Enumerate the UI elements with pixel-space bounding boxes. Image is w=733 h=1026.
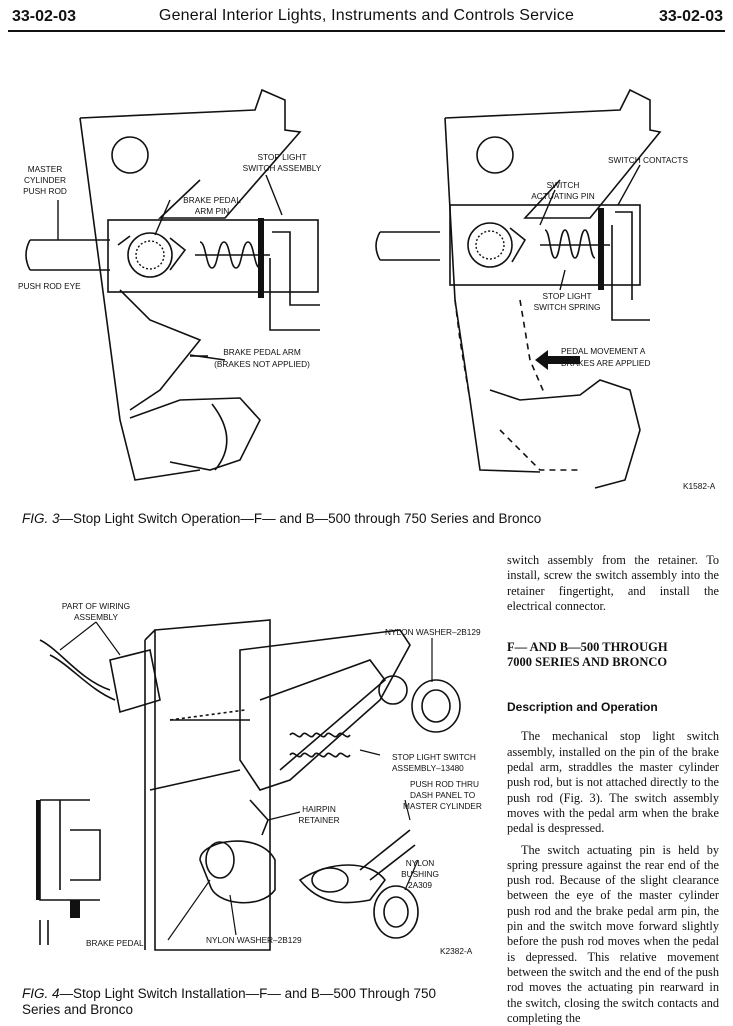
fig4-caption-line2: Series and Bronco bbox=[22, 1002, 134, 1017]
fig4-label-hairpin-2: RETAINER bbox=[298, 815, 339, 825]
figure-3-caption: FIG. 3—Stop Light Switch Operation—F— an… bbox=[22, 511, 541, 526]
fig3-label-arm-2: (BRAKES NOT APPLIED) bbox=[214, 359, 310, 369]
fig3-label-arm-1: BRAKE PEDAL ARM bbox=[223, 347, 301, 357]
fig3-label-stop-sw-2: SWITCH ASSEMBLY bbox=[243, 163, 322, 173]
fig3-label-spring-2: SWITCH SPRING bbox=[534, 302, 601, 312]
fig3-label-act-2: ACTUATING PIN bbox=[531, 191, 594, 201]
fig4-label-wiring-2: ASSEMBLY bbox=[74, 612, 119, 622]
fig3-label-stop-sw-1: STOP LIGHT bbox=[257, 152, 306, 162]
fig4-label-wiring-1: PART OF WIRING bbox=[62, 601, 130, 611]
fig3-label-pedal-pin-1: BRAKE PEDAL bbox=[183, 195, 241, 205]
section-heading-line2: 7000 SERIES AND BRONCO bbox=[507, 655, 668, 670]
header-rule bbox=[8, 30, 725, 32]
fig4-label-bush-2: BUSHING bbox=[401, 869, 439, 879]
fig4-label-rod-2: DASH PANEL TO bbox=[410, 790, 476, 800]
fig3-code: K1582-A bbox=[683, 481, 716, 491]
fig4-label-rod-3: MASTER CYLINDER bbox=[403, 801, 482, 811]
fig4-label-nylon-top: NYLON WASHER–2B129 bbox=[385, 627, 481, 637]
fig4-caption-number: FIG. 4 bbox=[22, 986, 60, 1001]
fig4-label-sw-2: ASSEMBLY–13480 bbox=[392, 763, 464, 773]
figure-4-caption: FIG. 4—Stop Light Switch Installation—F—… bbox=[22, 986, 492, 1018]
fig3-label-master-3: PUSH ROD bbox=[23, 186, 67, 196]
fig3-label-master-1: MASTER bbox=[28, 164, 63, 174]
fig3-label-eye: PUSH ROD EYE bbox=[18, 281, 81, 291]
fig4-label-nylon-bottom: NYLON WASHER–2B129 bbox=[206, 935, 302, 945]
fig3-label-act-1: SWITCH bbox=[547, 180, 580, 190]
fig4-label-bush-3: 2A309 bbox=[408, 880, 432, 890]
fig4-label-sw-1: STOP LIGHT SWITCH bbox=[392, 752, 476, 762]
paragraph-description: The mechanical stop light switch assembl… bbox=[507, 729, 719, 836]
fig4-label-rod-1: PUSH ROD THRU bbox=[410, 779, 479, 789]
paragraph-operation: The switch actuating pin is held by spri… bbox=[507, 842, 719, 1025]
fig3-caption-text: —Stop Light Switch Operation—F— and B—50… bbox=[59, 511, 542, 526]
section-heading-line1: F— AND B—500 THROUGH bbox=[507, 640, 668, 655]
section-heading: F— AND B—500 THROUGH 7000 SERIES AND BRO… bbox=[507, 640, 719, 670]
page-number-left: 33-02-03 bbox=[12, 8, 77, 25]
paragraph-continued: switch assembly from the retainer. To in… bbox=[507, 553, 719, 613]
fig4-label-pedal: BRAKE PEDAL bbox=[86, 938, 144, 948]
fig3-label-master-2: CYLINDER bbox=[24, 175, 66, 185]
fig3-label-move-1: PEDAL MOVEMENT A bbox=[561, 346, 646, 356]
page-number-right: 33-02-03 bbox=[658, 8, 723, 25]
fig4-label-hairpin-1: HAIRPIN bbox=[302, 804, 336, 814]
running-title: General Interior Lights, Instruments and… bbox=[158, 7, 575, 24]
subsection-heading: Description and Operation bbox=[507, 700, 658, 715]
text-column: switch assembly from the retainer. To in… bbox=[507, 553, 719, 1026]
figure-3-diagram: MASTER CYLINDER PUSH ROD STOP LIGHT SWIT… bbox=[18, 88, 716, 491]
fig3-caption-number: FIG. 3 bbox=[22, 511, 60, 526]
fig3-label-move-2: BRAKES ARE APPLIED bbox=[561, 358, 650, 368]
fig3-label-spring-1: STOP LIGHT bbox=[542, 291, 591, 301]
fig3-label-pedal-pin-2: ARM PIN bbox=[195, 206, 230, 216]
fig4-label-bush-1: NYLON bbox=[406, 858, 435, 868]
fig4-caption-line1: —Stop Light Switch Installation—F— and B… bbox=[59, 986, 436, 1001]
page-header: 33-02-03 General Interior Lights, Instru… bbox=[0, 6, 733, 34]
fig4-code: K2382-A bbox=[440, 946, 473, 956]
fig3-label-contacts: SWITCH CONTACTS bbox=[608, 155, 689, 165]
